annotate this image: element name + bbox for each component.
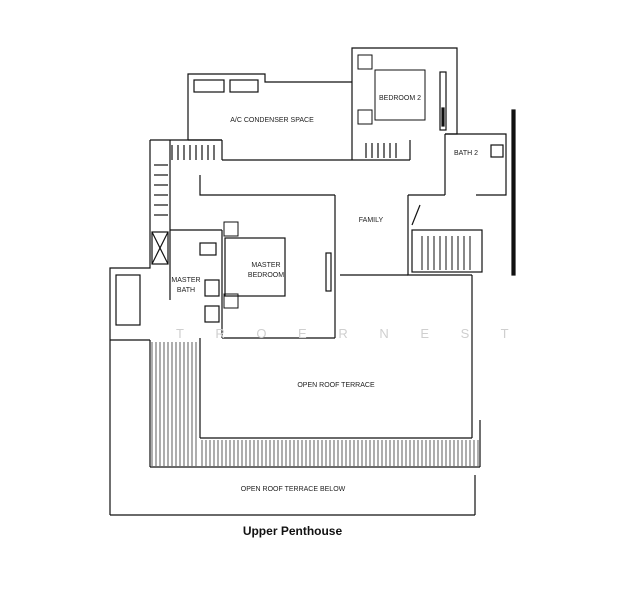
room-label-master-bedroom-line2: BEDROOM: [248, 272, 284, 279]
beds: [223, 54, 426, 309]
walls: [109, 47, 516, 516]
room-label-master-bath-line2: BATH: [177, 287, 195, 294]
watermark: T R O E R N E S T: [176, 326, 523, 341]
terrace-decking: [151, 342, 479, 466]
room-label-family: FAMILY: [359, 217, 384, 224]
plan-caption: Upper Penthouse: [242, 524, 343, 538]
room-label-master-bath-line1: MASTER: [171, 277, 200, 284]
room-label-ac-condenser: A/C CONDENSER SPACE: [230, 117, 314, 124]
room-label-bath2: BATH 2: [454, 150, 478, 157]
room-label-open-roof-terrace: OPEN ROOF TERRACE: [297, 382, 375, 389]
room-label-bedroom2: BEDROOM 2: [379, 95, 421, 102]
stair-treads: [421, 236, 471, 270]
room-label-master-bedroom-line1: MASTER: [251, 262, 280, 269]
room-label-open-roof-terrace-below: OPEN ROOF TERRACE BELOW: [241, 486, 346, 493]
wardrobes: [154, 143, 397, 216]
